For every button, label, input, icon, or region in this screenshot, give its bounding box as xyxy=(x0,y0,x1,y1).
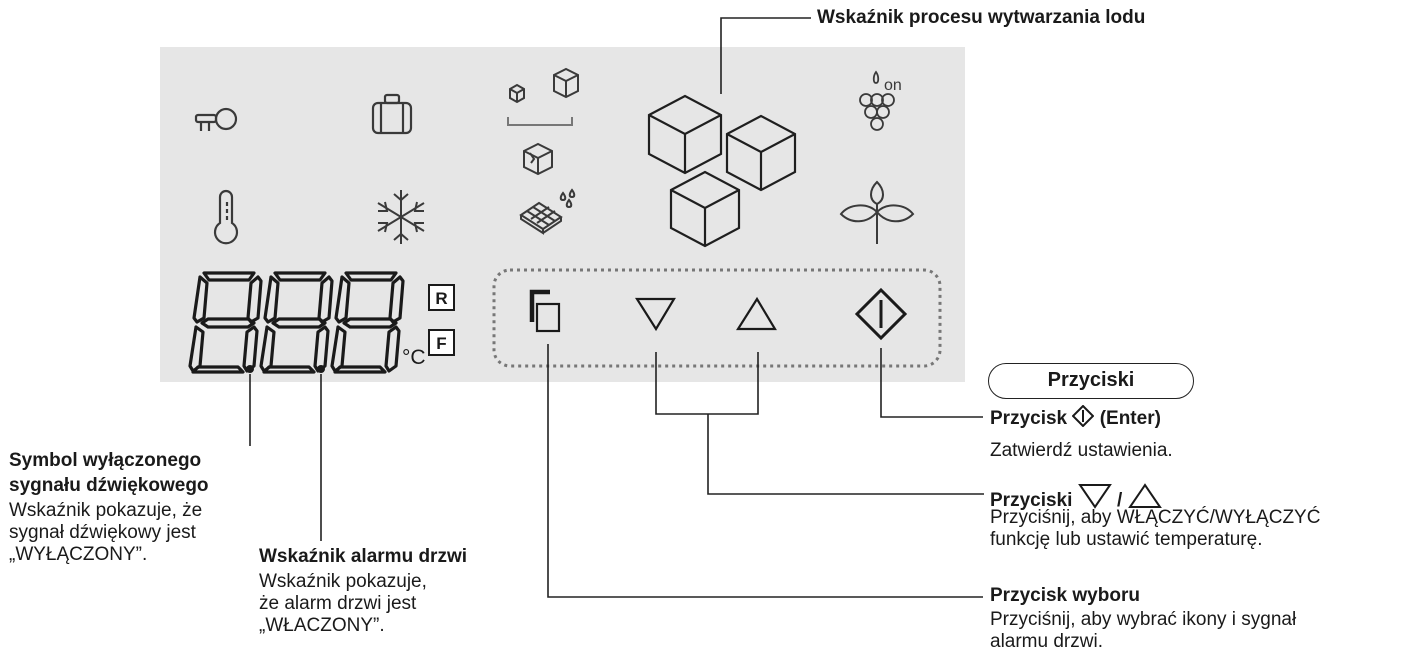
enter-button-desc: Zatwierdź ustawienia. xyxy=(990,440,1173,461)
thermometer-icon xyxy=(213,189,239,245)
door-alarm-desc-2: że alarm drzwi jest xyxy=(259,593,417,614)
updown-title-pre: Przyciski xyxy=(990,490,1073,511)
leaf-icon xyxy=(839,180,915,244)
ice-indicator-label: Wskaźnik procesu wytwarzania lodu xyxy=(817,7,1146,28)
ice-size-icon xyxy=(507,67,579,126)
buttons-pill: Przyciski xyxy=(988,363,1194,399)
digit-3 xyxy=(330,271,405,374)
mute-symbol-desc-1: Wskaźnik pokazuje, że xyxy=(9,500,203,521)
mute-symbol-title-2: sygnału dźwiękowego xyxy=(9,475,209,496)
control-panel xyxy=(160,47,965,382)
button-area xyxy=(492,268,942,368)
leader-updown xyxy=(655,352,984,495)
select-button-title: Przycisk wyboru xyxy=(990,585,1140,606)
enter-icon[interactable] xyxy=(854,287,908,341)
large-ice-cubes-icon xyxy=(647,94,797,248)
enter-button-title: Przycisk (Enter) xyxy=(990,405,1161,430)
door-alarm-dot xyxy=(317,365,325,373)
seven-segment-display xyxy=(188,271,405,374)
mute-symbol-desc-3: „WYŁĄCZONY”. xyxy=(9,544,148,565)
updown-buttons-title: Przyciski / xyxy=(990,483,1162,512)
updown-desc-2: funkcję lub ustawić temperaturę. xyxy=(990,529,1263,550)
unit-celsius: °C xyxy=(402,346,426,369)
updown-separator: / xyxy=(1116,490,1123,511)
select-desc-1: Przyciśnij, aby wybrać ikony i sygnał xyxy=(990,609,1297,630)
updown-desc-1: Przyciśnij, aby WŁĄCZYĆ/WYŁĄCZYĆ xyxy=(990,507,1321,528)
ice-cube-icon xyxy=(523,142,553,176)
snowflake-icon xyxy=(377,190,425,244)
icon-on-label: on xyxy=(884,77,902,94)
unit-r-box: R xyxy=(428,284,455,311)
key-icon xyxy=(194,107,238,131)
grapes-icon: on xyxy=(859,70,902,131)
select-icon[interactable] xyxy=(529,289,561,333)
up-triangle-icon[interactable] xyxy=(736,296,777,331)
enter-title-pre: Przycisk xyxy=(990,408,1068,429)
leader-select xyxy=(547,344,983,598)
chocolate-drops-icon xyxy=(519,188,576,235)
enter-title-post: (Enter) xyxy=(1099,408,1161,429)
mute-symbol-desc-2: sygnał dźwiękowy jest xyxy=(9,522,196,543)
door-alarm-desc-3: „WŁACZONY”. xyxy=(259,615,385,636)
svg-text:R: R xyxy=(435,289,447,308)
select-desc-2: alarmu drzwi. xyxy=(990,631,1103,652)
leader-enter xyxy=(880,348,983,418)
leader-ice-indicator xyxy=(720,17,811,94)
mute-symbol-title-1: Symbol wyłączonego xyxy=(9,450,202,471)
door-alarm-desc-1: Wskaźnik pokazuje, xyxy=(259,571,427,592)
enter-inline-icon xyxy=(1072,405,1095,427)
door-alarm-title: Wskaźnik alarmu drzwi xyxy=(259,546,468,567)
unit-f-box: F xyxy=(428,329,455,356)
mute-symbol-dot xyxy=(246,365,254,373)
suitcase-icon xyxy=(371,93,413,135)
leader-lines xyxy=(249,17,984,598)
up-inline-icon xyxy=(1127,483,1162,508)
down-triangle-icon[interactable] xyxy=(635,297,676,332)
down-inline-icon xyxy=(1077,484,1112,509)
svg-text:F: F xyxy=(436,334,446,353)
